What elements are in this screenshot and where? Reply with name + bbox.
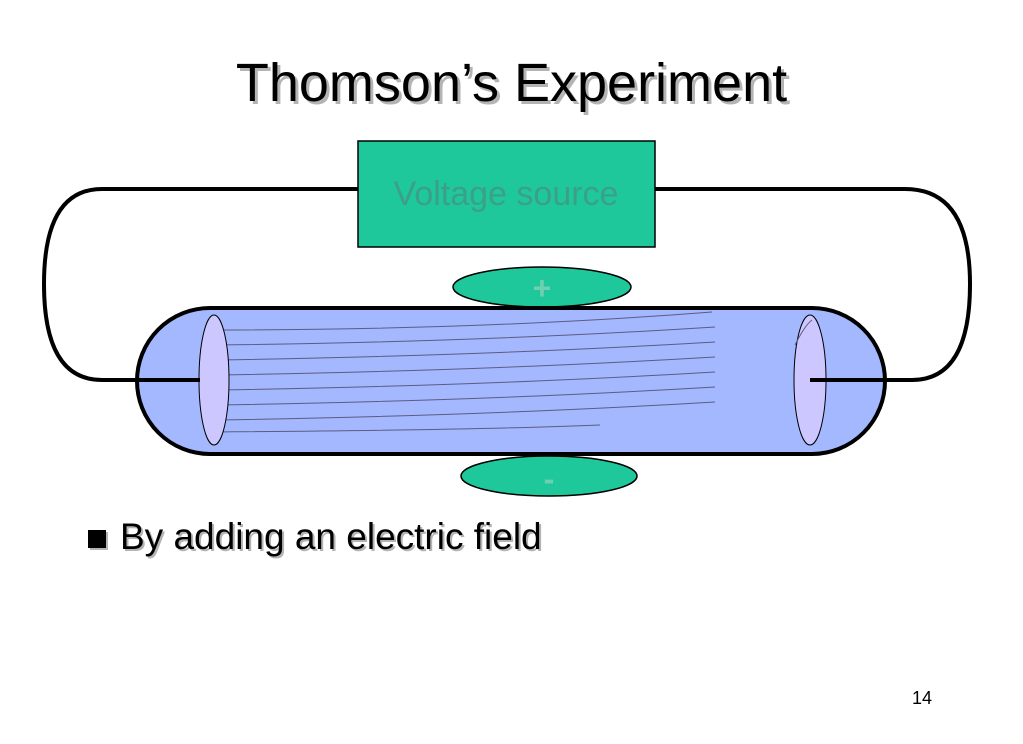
slide-title: Thomson’s Experiment [235, 53, 788, 113]
negative-plate [460, 455, 638, 497]
page-number: 14 [912, 688, 933, 708]
bullet-text: By adding an electric field [120, 516, 542, 557]
circuit-wire-left [41, 187, 358, 382]
negative-plate-label: - [544, 461, 555, 497]
square-bullet-icon [88, 530, 106, 548]
voltage-source-box [357, 140, 656, 248]
anode-deflected-beam [794, 319, 813, 346]
electron-beam [214, 311, 716, 433]
circuit-wire-right [655, 187, 973, 382]
positive-plate-label: + [533, 270, 552, 306]
cathode-electrode [198, 314, 230, 446]
bullet-list-item: By adding an electric field [88, 516, 542, 558]
voltage-source-label: Voltage source [394, 175, 619, 213]
